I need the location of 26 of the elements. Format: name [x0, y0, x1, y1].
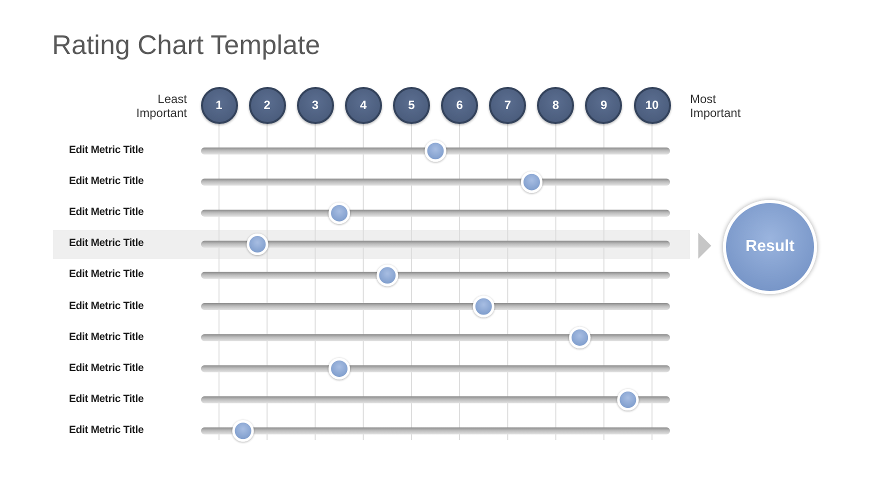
- scale-number: 4: [344, 86, 382, 124]
- chevron-arrow: [698, 232, 712, 259]
- scale-number: 5: [392, 86, 430, 124]
- metric-title: Edit Metric Title: [69, 237, 144, 250]
- scale-number: 8: [537, 86, 574, 124]
- scale-number: 3: [296, 86, 334, 124]
- metric-title: Edit Metric Title: [69, 144, 144, 157]
- metric-title: Edit Metric Title: [69, 362, 144, 375]
- scale-end-label: Least Important: [135, 92, 187, 120]
- scale-number: 2: [248, 86, 286, 124]
- scale-number: 10: [634, 86, 670, 124]
- scale-number: 6: [441, 86, 478, 124]
- metric-title: Edit Metric Title: [69, 175, 144, 188]
- metric-title: Edit Metric Title: [69, 424, 144, 437]
- metric-title: Edit Metric Title: [69, 300, 144, 312]
- page-title: Rating Chart Template: [52, 29, 320, 61]
- result-circle: [723, 200, 817, 294]
- node-text: Result: [746, 238, 794, 256]
- scale-number: 1: [200, 86, 238, 124]
- metric-title: Edit Metric Title: [69, 206, 144, 220]
- metric-title: Edit Metric Title: [69, 268, 144, 282]
- metric-title: Edit Metric Title: [69, 392, 144, 406]
- scale-number: 7: [489, 86, 526, 124]
- metric-title: Edit Metric Title: [69, 330, 144, 344]
- scale-number: 9: [585, 86, 622, 124]
- scale-end-label: Most Important: [690, 92, 742, 120]
